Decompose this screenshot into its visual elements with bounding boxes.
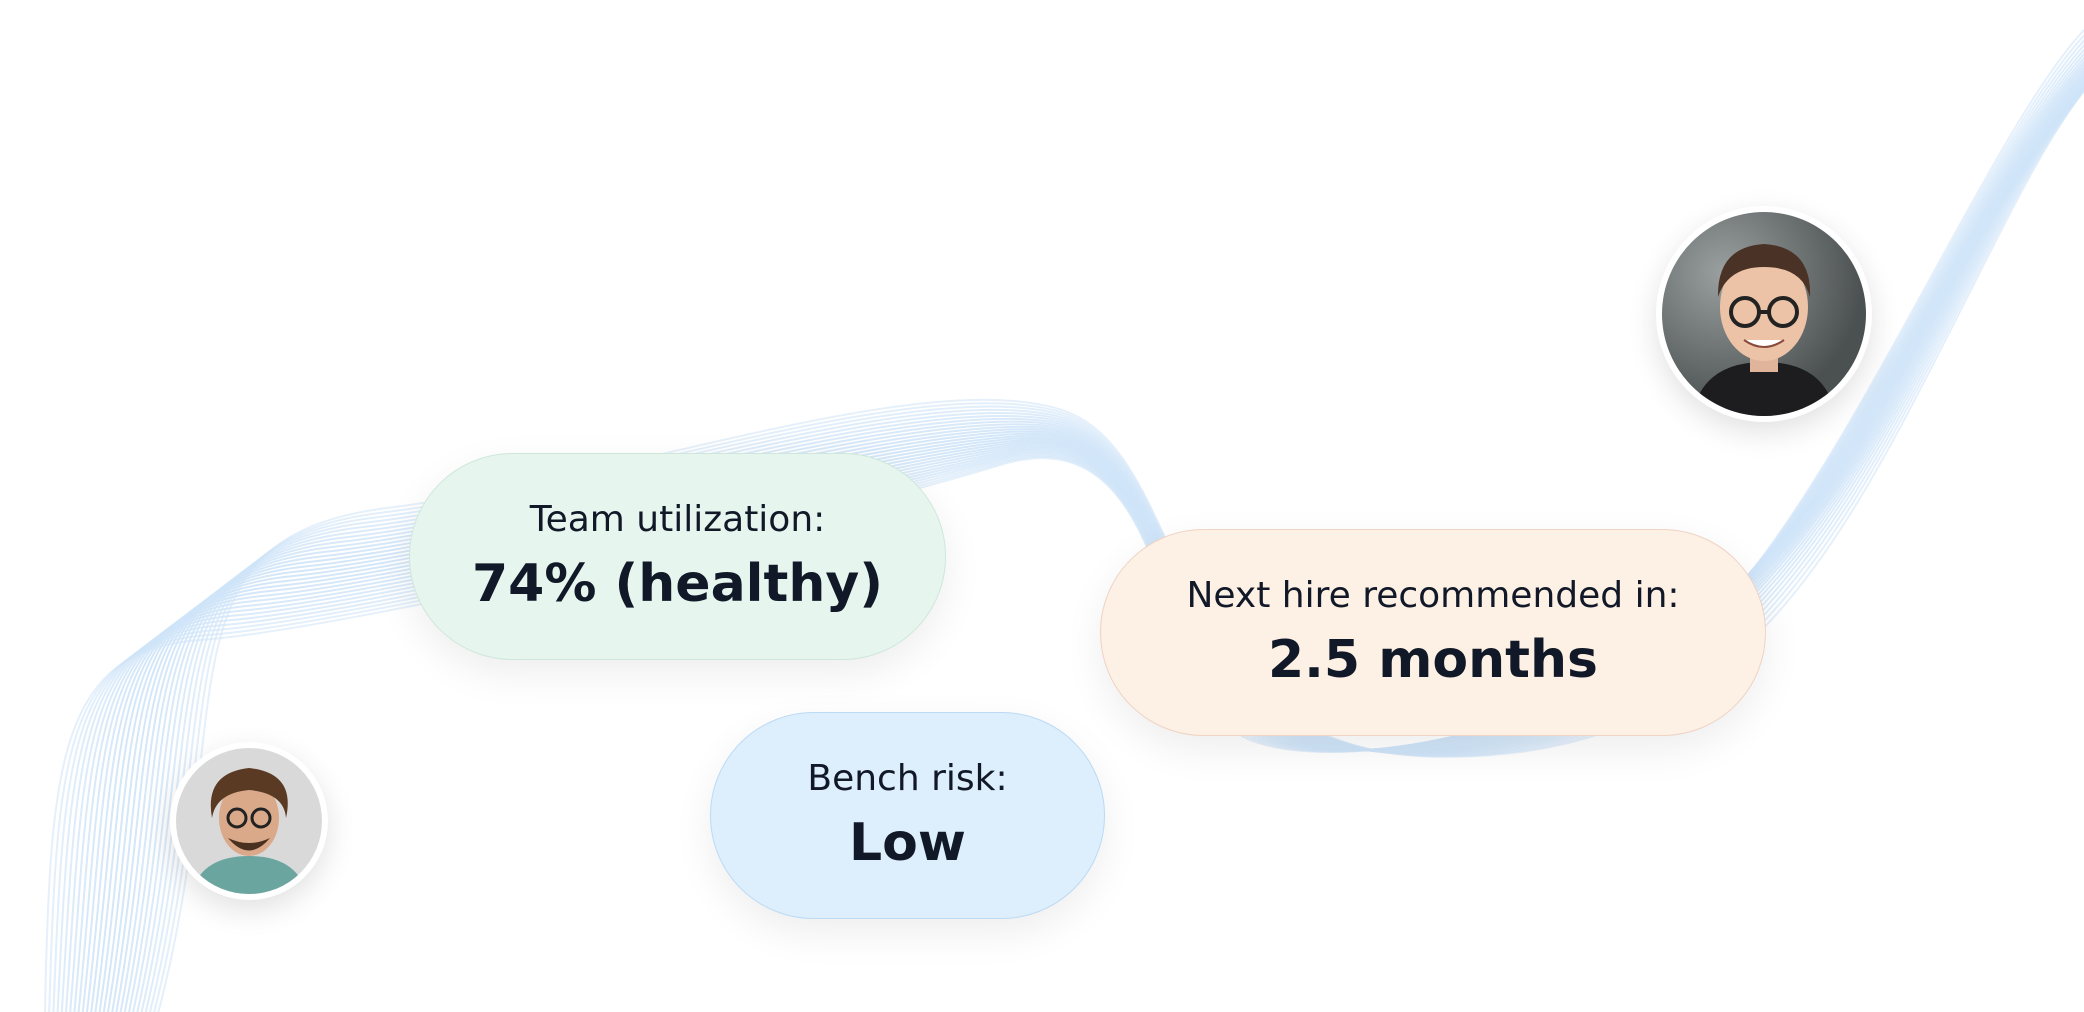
next-hire-value: 2.5 months <box>1268 630 1598 690</box>
avatar-man-glasses <box>1656 206 1872 422</box>
bench-risk-value: Low <box>849 813 966 873</box>
avatar-curly-hair-man <box>170 742 328 900</box>
wave-line <box>115 83 2084 1012</box>
wave-line <box>119 84 2084 1012</box>
bench-risk-card: Bench risk: Low <box>710 712 1105 919</box>
team-utilization-card: Team utilization: 74% (healthy) <box>409 453 946 660</box>
bench-risk-label: Bench risk: <box>807 758 1008 799</box>
team-utilization-value: 74% (healthy) <box>471 554 884 614</box>
next-hire-label: Next hire recommended in: <box>1186 575 1680 616</box>
team-utilization-label: Team utilization: <box>529 499 826 540</box>
wave-line <box>123 85 2084 1012</box>
next-hire-card: Next hire recommended in: 2.5 months <box>1100 529 1766 736</box>
